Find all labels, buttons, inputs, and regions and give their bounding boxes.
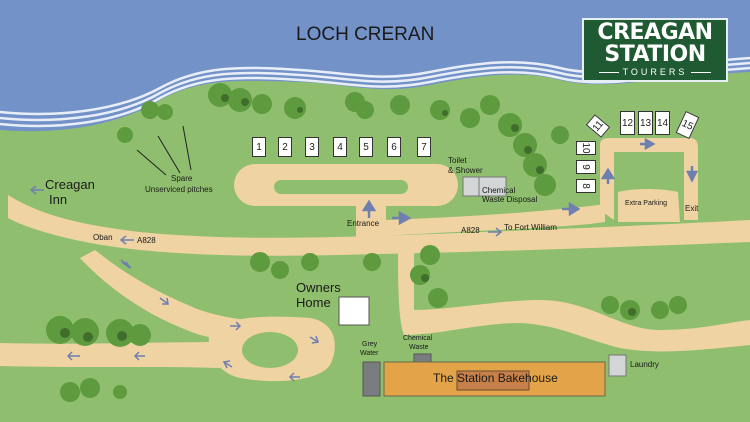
toilet-shower-building: [462, 176, 480, 197]
pitch-2[interactable]: 2: [278, 137, 292, 157]
pitch-8[interactable]: 8: [576, 179, 596, 193]
chemical-disposal-label-2: Waste Disposal: [482, 195, 538, 204]
owners-home-label-1: Owners: [296, 280, 341, 295]
pitch-1[interactable]: 1: [252, 137, 266, 157]
roundabout-arrows: [66, 259, 319, 382]
roundabout-island: [242, 332, 298, 368]
logo-line1: CREAGAN: [597, 20, 713, 45]
fort-william-arrow: [29, 185, 503, 245]
chemical-disposal-building: [478, 176, 507, 197]
oban-label: Oban: [93, 233, 113, 242]
owners-home-label-2: Home: [296, 295, 331, 310]
laundry-building: [608, 354, 627, 377]
roads: [0, 138, 750, 382]
shower-label: & Shower: [448, 166, 483, 175]
pitch-6[interactable]: 6: [387, 137, 401, 157]
owners-home-building: [338, 296, 370, 326]
creagan-inn-label: Creagan: [45, 177, 95, 192]
grey-water-label-1: Grey: [362, 341, 378, 348]
loop-island: [274, 180, 408, 194]
spare-label: Spare: [171, 174, 193, 183]
grey-water-label-2: Water: [360, 350, 379, 357]
unserviced-pitches-label: Unserviced pitches: [145, 185, 213, 194]
pitch-14[interactable]: 14: [655, 111, 670, 135]
direction-arrows: [361, 137, 699, 226]
creagan-inn-label-2: Inn: [49, 192, 68, 207]
pitch-12[interactable]: 12: [620, 111, 635, 135]
grey-water-tank: [362, 361, 381, 397]
laundry-label: Laundry: [630, 360, 659, 369]
logo-line3: TOURERS: [584, 66, 726, 78]
pitch-13[interactable]: 13: [638, 111, 653, 135]
pitch-4[interactable]: 4: [333, 137, 347, 157]
pitch-5[interactable]: 5: [359, 137, 373, 157]
pitch-9[interactable]: 9: [576, 160, 596, 174]
logo-line2: STATION: [604, 42, 706, 67]
creagan-station-logo: CREAGAN STATION TOURERS: [582, 18, 728, 82]
extra-parking-label: Extra Parking: [625, 200, 668, 207]
pitch-10[interactable]: 10: [576, 141, 596, 155]
fort-william-label: To Fort William: [504, 223, 557, 232]
a828-west-label: A828: [137, 236, 156, 245]
toilet-label: Toilet: [448, 156, 467, 165]
chemical-waste-label-1: Chemical: [403, 335, 433, 342]
pitch-7[interactable]: 7: [417, 137, 431, 157]
chemical-disposal-label-1: Chemical: [482, 186, 516, 195]
exit-label[interactable]: Exit: [685, 204, 699, 213]
bakehouse-inner: [456, 370, 530, 391]
trees: [46, 83, 687, 402]
a828-east-label: A828: [461, 226, 480, 235]
pitch-3[interactable]: 3: [305, 137, 319, 157]
loch-title: LOCH CRERAN: [296, 24, 435, 45]
chemical-waste-label-2: Waste: [409, 344, 429, 351]
spare-pitch-pointers: [136, 125, 192, 176]
bakehouse-label[interactable]: The Station Bakehouse: [433, 371, 558, 385]
entrance-label[interactable]: Entrance: [347, 219, 380, 228]
